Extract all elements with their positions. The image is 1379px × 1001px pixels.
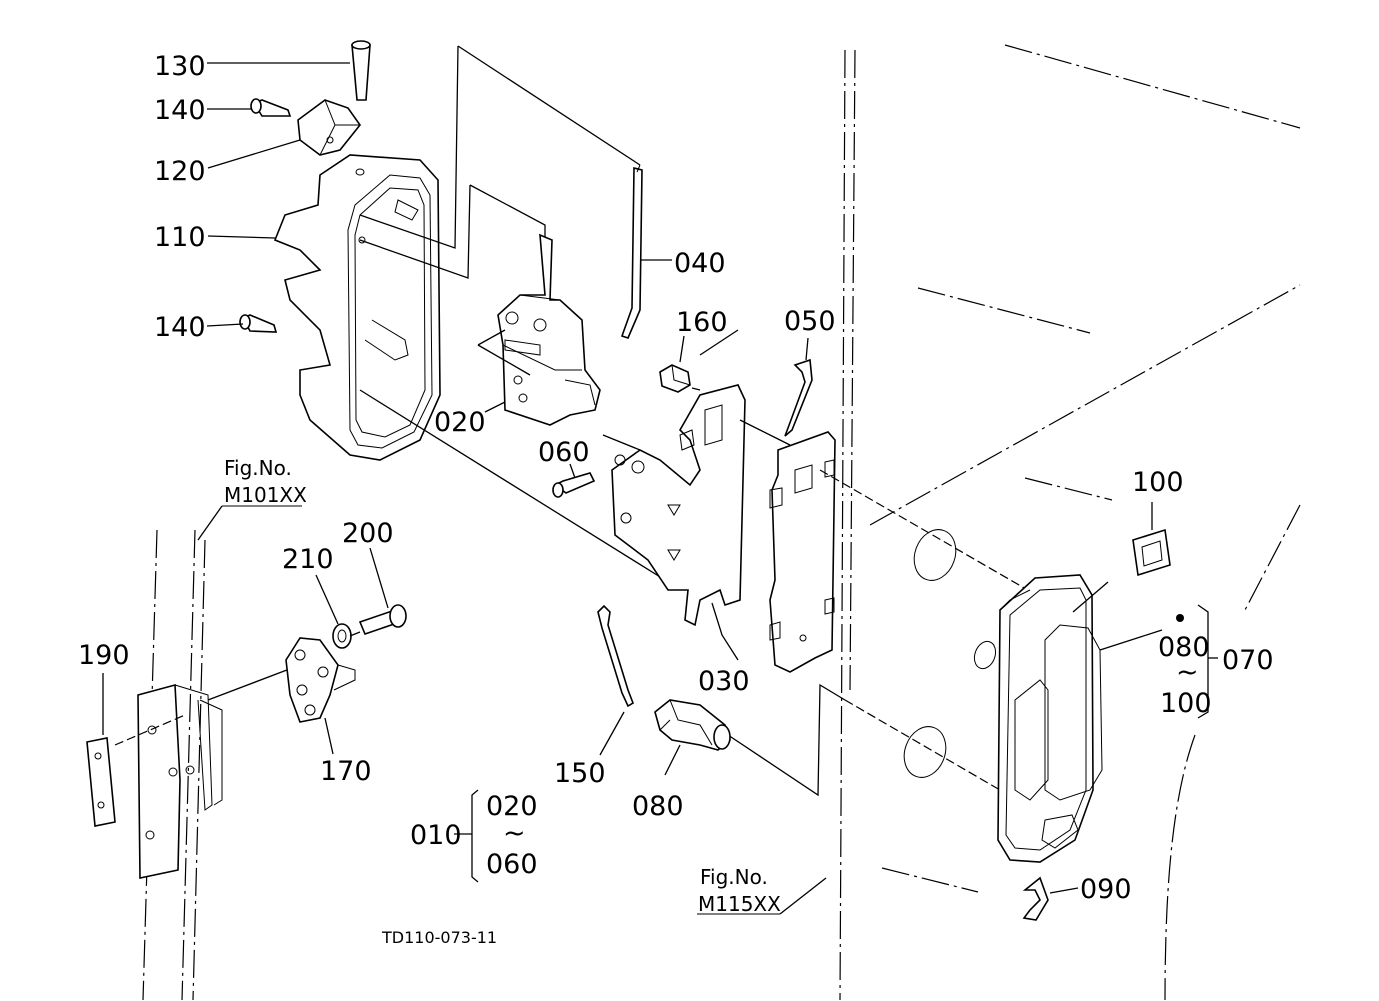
label-110: 110 (154, 222, 206, 253)
label-210: 210 (282, 544, 334, 575)
part-110-housing (273, 154, 441, 461)
label-130: 130 (154, 51, 206, 82)
label-190: 190 (78, 640, 130, 671)
label-080-range: 080 (1158, 632, 1210, 663)
part-130-rod (351, 40, 371, 101)
label-160: 160 (676, 307, 728, 338)
part-120-bracket (297, 99, 362, 156)
fig-ref-2-title: Fig.No. (700, 865, 768, 889)
label-010: 010 (410, 820, 462, 851)
label-170: 170 (320, 756, 372, 787)
part-080-cylinder (654, 699, 731, 776)
label-080: 080 (632, 791, 684, 822)
label-150: 150 (554, 758, 606, 789)
bullet-marker (1176, 614, 1184, 622)
label-120: 120 (154, 156, 206, 187)
label-070: 070 (1222, 645, 1274, 676)
part-020-latch (477, 233, 601, 426)
part-090-clip (1022, 876, 1079, 921)
connection-lines-top (206, 45, 739, 581)
fig-ref-1-title: Fig.No. (224, 456, 292, 480)
label-040: 040 (674, 248, 726, 279)
part-160-bolt (659, 335, 701, 393)
part-labels: 130 140 120 110 140 040 020 160 050 060 … (78, 51, 1274, 905)
part-070-handle (997, 574, 1163, 863)
part-170-hinge-plate (285, 637, 356, 755)
label-100: 100 (1132, 467, 1184, 498)
part-150-rod (597, 604, 634, 756)
bracket-070 (1197, 604, 1218, 719)
label-200: 200 (342, 518, 394, 549)
label-range-tilde-2: ~ (503, 818, 526, 849)
label-060-range: 060 (486, 849, 538, 880)
part-030-plate (602, 384, 746, 661)
dashed-alignment-lines (727, 469, 1046, 797)
part-050-spring (784, 337, 813, 437)
label-020-range: 020 (486, 791, 538, 822)
part-140-screw-top (250, 98, 292, 117)
door-outline (142, 44, 1301, 1001)
part-200-bolt (349, 547, 407, 637)
part-210-washer (315, 574, 352, 649)
bracket-010 (454, 789, 479, 883)
part-100-gasket (1132, 502, 1184, 622)
label-050: 050 (784, 306, 836, 337)
label-100-range: 100 (1160, 688, 1212, 719)
label-090: 090 (1080, 874, 1132, 905)
fig-ref-1-code: M101XX (224, 483, 307, 507)
label-030: 030 (698, 666, 750, 697)
part-140-screw-bottom (239, 314, 278, 333)
reference-leaders (197, 505, 827, 915)
part-030-backplate (739, 419, 836, 673)
part-060-bolt (552, 463, 596, 498)
part-190-plate (86, 673, 116, 827)
figure-references: Fig.No. M101XX Fig.No. M115XX (224, 456, 781, 916)
hinge-bracket (114, 664, 301, 879)
part-040-rod (620, 164, 643, 339)
label-140-top: 140 (154, 95, 206, 126)
label-060: 060 (538, 437, 590, 468)
label-range-tilde-1: ~ (1176, 657, 1199, 688)
label-140-bottom: 140 (154, 312, 206, 343)
fig-ref-2-code: M115XX (698, 892, 781, 916)
label-020: 020 (434, 407, 486, 438)
drawing-id: TD110-073-11 (381, 928, 497, 947)
